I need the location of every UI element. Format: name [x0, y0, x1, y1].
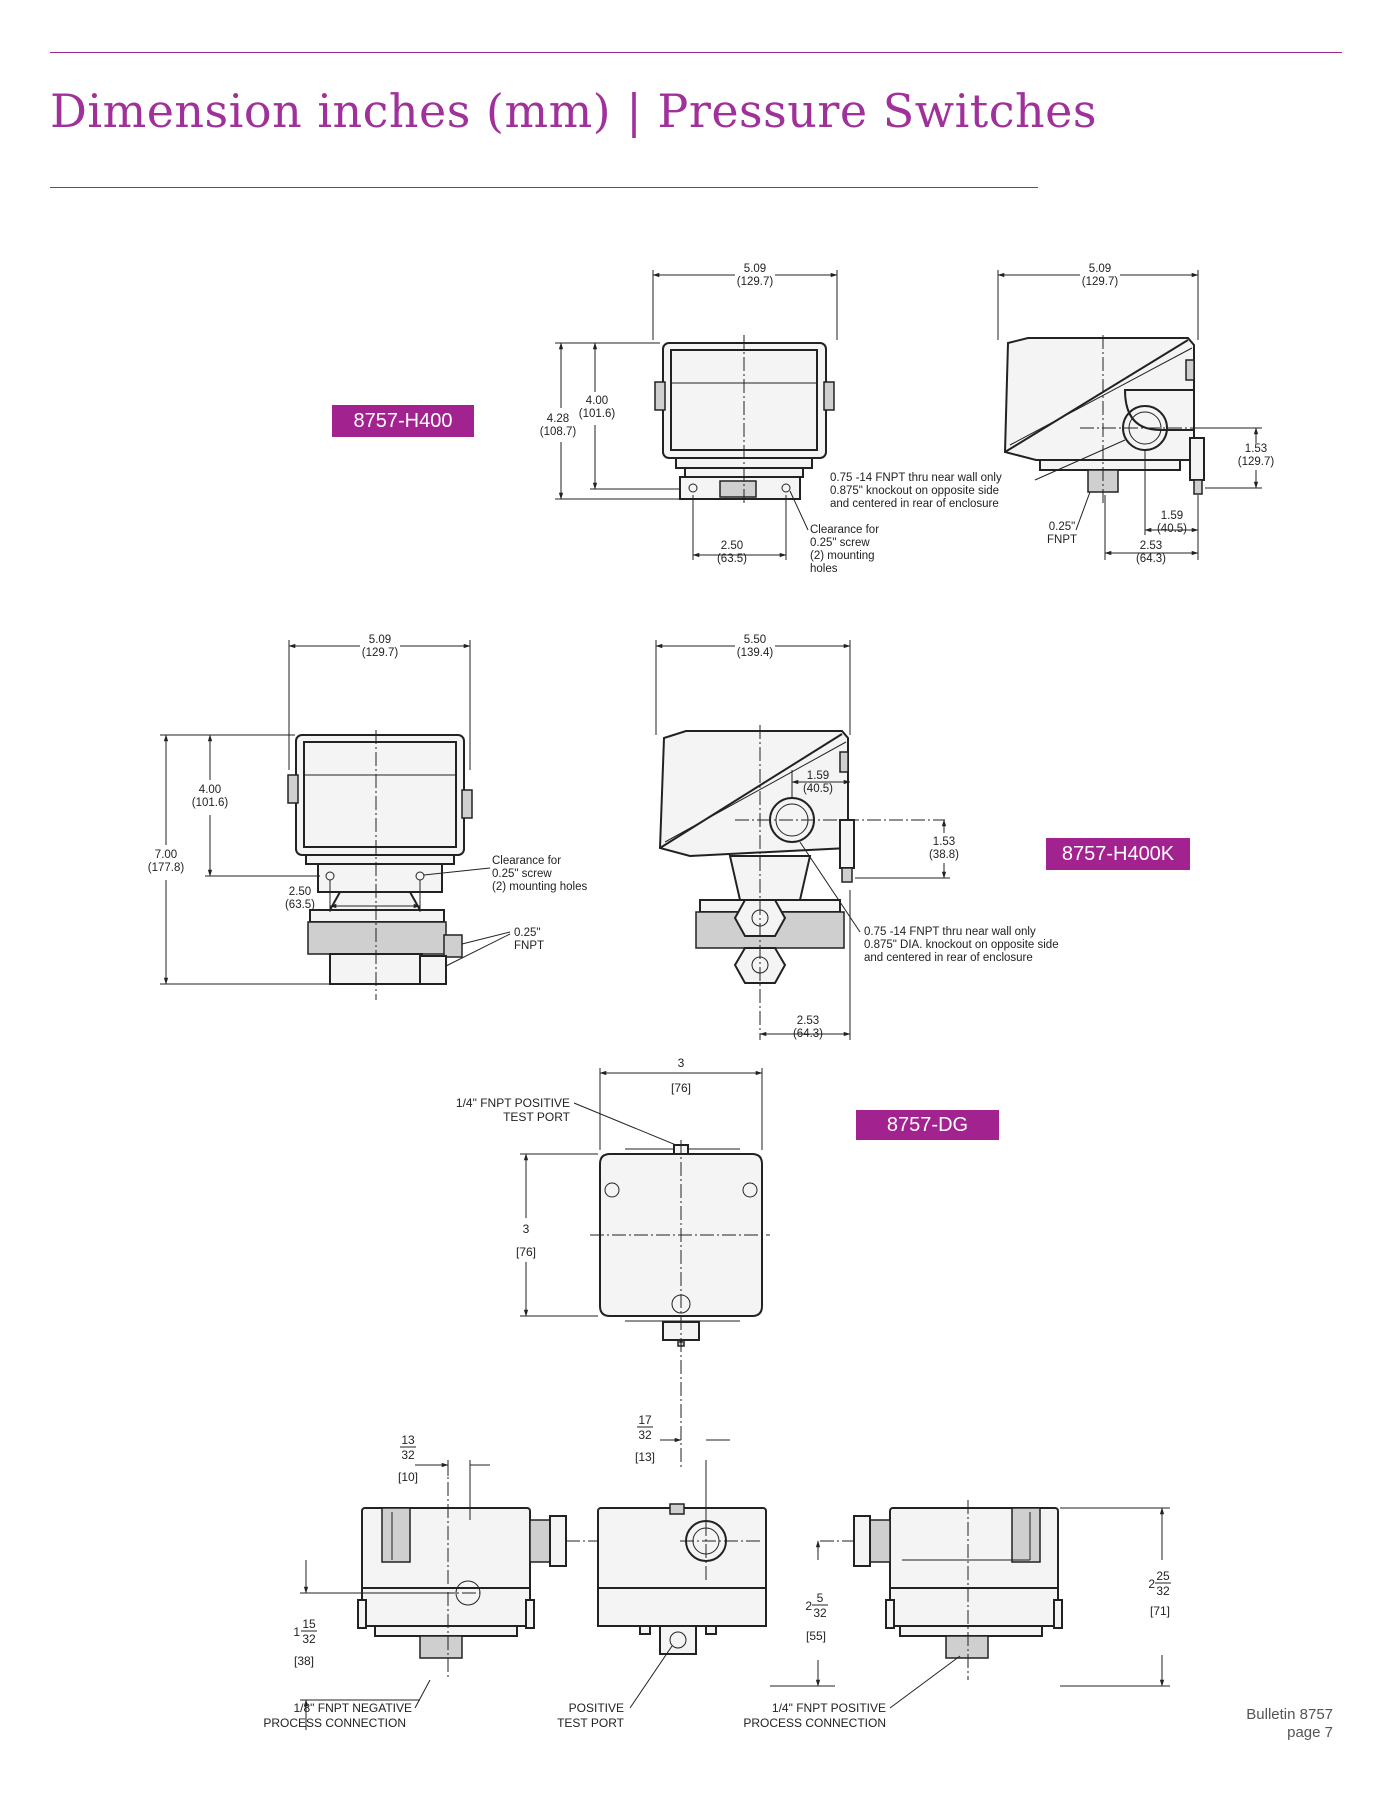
h400-front-view: 5.09 (129.7) 4.00 (101.6) 4.28 (108.7) 2… [540, 263, 879, 575]
h400k-clearance-line-2: 0.25" screw [492, 868, 552, 880]
h400k-height-body-mm: (101.6) [192, 797, 229, 809]
dg-center-offset-num: 17 [638, 1413, 652, 1427]
h400-side-159-mm: (40.5) [1157, 523, 1187, 535]
h400-side-width: 5.09 [1089, 263, 1111, 275]
top-rule [50, 52, 1342, 53]
h400-port-label-1: 0.25" [1049, 521, 1075, 533]
dg-test-port-label-1: 1/4" FNPT POSITIVE [456, 1096, 570, 1110]
dg-center-height-whole: 2 [805, 1599, 812, 1613]
h400k-height-total: 7.00 [155, 849, 177, 861]
h400k-side-253: 2.53 [797, 1015, 819, 1027]
h400k-side-159: 1.59 [807, 770, 829, 782]
h400-side-width-mm: (129.7) [1082, 276, 1119, 288]
h400-side-153-mm: (129.7) [1238, 456, 1275, 468]
dg-pos-proc-label-1: 1/4" FNPT POSITIVE [772, 1701, 886, 1715]
h400-clearance-line-4: holes [810, 563, 838, 575]
h400k-front-width-mm: (129.7) [362, 647, 399, 659]
footer-bulletin: Bulletin 8757 [1246, 1706, 1333, 1723]
dg-pos-test-label-1: POSITIVE [569, 1701, 624, 1715]
dg-top-width-mm: [76] [671, 1081, 691, 1095]
h400k-height-total-mm: (177.8) [148, 862, 185, 874]
h400k-fnpt-note-3: and centered in rear of enclosure [864, 952, 1033, 964]
model-badge-h400: 8757-H400 [332, 405, 474, 437]
h400k-port-label-1: 0.25" [514, 927, 540, 939]
h400-fnpt-note-3: and centered in rear of enclosure [830, 498, 999, 510]
footer-page: page 7 [1287, 1724, 1333, 1741]
h400-mount-spacing: 2.50 [721, 540, 743, 552]
dg-left-height-num: 15 [302, 1617, 316, 1631]
h400-front-width-mm: (129.7) [737, 276, 774, 288]
model-badge-dg: 8757-DG [856, 1110, 999, 1140]
dg-left-offset-mm: [10] [398, 1470, 418, 1484]
dg-center-offset-den: 32 [638, 1428, 652, 1442]
dg-top-view: 3 [76] 3 [76] 1/4" FNPT POSITIVE TEST PO… [456, 1056, 770, 1470]
h400k-fnpt-note-1: 0.75 -14 FNPT thru near wall only [864, 926, 1036, 938]
dg-top-width: 3 [678, 1056, 685, 1070]
h400-fnpt-note-2: 0.875" knockout on opposite side [830, 485, 999, 497]
h400k-side-153-mm: (38.8) [929, 849, 959, 861]
dg-pos-test-label-2: TEST PORT [557, 1716, 625, 1730]
h400-height-body-mm: (101.6) [579, 408, 616, 420]
h400-port-label-2: FNPT [1047, 534, 1077, 546]
h400-side-253-mm: (64.3) [1136, 553, 1166, 565]
h400-side-153: 1.53 [1245, 443, 1267, 455]
h400k-port-label-2: FNPT [514, 940, 544, 952]
h400k-side-253-mm: (64.3) [793, 1028, 823, 1040]
dg-left-height-whole: 1 [293, 1625, 300, 1639]
h400-height-total-mm: (108.7) [540, 426, 577, 438]
page-title: Dimension inches (mm) | Pressure Switche… [50, 84, 1098, 138]
h400k-front-view: 5.09 (129.7) 4.00 (101.6) 7.00 (177.8) 2… [148, 634, 587, 1000]
dg-center-height-mm: [55] [806, 1629, 826, 1643]
h400k-side-width: 5.50 [744, 634, 766, 646]
h400-front-width: 5.09 [744, 263, 766, 275]
h400k-mount-spacing: 2.50 [289, 886, 311, 898]
h400k-clearance-line-1: Clearance for [492, 855, 561, 867]
h400k-front-width: 5.09 [369, 634, 391, 646]
h400k-side-153: 1.53 [933, 836, 955, 848]
h400-fnpt-note-1: 0.75 -14 FNPT thru near wall only [830, 472, 1002, 484]
dg-left-height-den: 32 [302, 1632, 316, 1646]
dg-top-height-mm: [76] [516, 1245, 536, 1259]
h400k-side-view: 5.50 (139.4) 1.59 (40.5) 1.53 (38.8) 0.7… [655, 634, 1059, 1040]
dg-left-offset-num: 13 [401, 1433, 415, 1447]
h400-clearance-line-1: Clearance for [810, 524, 879, 536]
dg-left-view: 13 32 [10] 1 15 32 [38] 1/8" FNPT NEGATI… [263, 1433, 600, 1730]
dg-center-height-num: 5 [817, 1591, 824, 1605]
h400-clearance-line-3: (2) mounting [810, 550, 875, 562]
dg-neg-label-1: 1/8" FNPT NEGATIVE [293, 1701, 412, 1715]
h400-clearance-line-2: 0.25" screw [810, 537, 870, 549]
h400k-mount-spacing-mm: (63.5) [285, 899, 315, 911]
title-underline [50, 187, 1038, 188]
dg-left-height-mm: [38] [294, 1654, 314, 1668]
dg-center-height-den: 32 [813, 1606, 827, 1620]
dg-right-view: 2 25 32 [71] 1/4" FNPT POSITIVE PROCESS … [743, 1500, 1171, 1730]
h400-side-view: 5.09 (129.7) 1.53 (129.7) 1.59 (40.5) 2.… [830, 263, 1274, 565]
model-badge-h400k: 8757-H400K [1046, 838, 1190, 870]
dg-test-port-label-2: TEST PORT [503, 1110, 571, 1124]
h400k-clearance-line-3: (2) mounting holes [492, 881, 587, 893]
dg-left-offset-den: 32 [401, 1448, 415, 1462]
dg-pos-proc-label-2: PROCESS CONNECTION [743, 1716, 886, 1730]
dg-right-height-whole: 2 [1148, 1577, 1155, 1591]
h400k-side-width-mm: (139.4) [737, 647, 774, 659]
h400-height-total: 4.28 [547, 413, 569, 425]
h400k-height-body: 4.00 [199, 784, 221, 796]
h400-side-159: 1.59 [1161, 510, 1183, 522]
dg-center-offset-mm: [13] [635, 1450, 655, 1464]
dg-right-height-den: 32 [1156, 1584, 1170, 1598]
h400k-fnpt-note-2: 0.875" DIA. knockout on opposite side [864, 939, 1059, 951]
h400k-side-159-mm: (40.5) [803, 783, 833, 795]
h400-side-253: 2.53 [1140, 540, 1162, 552]
dg-right-height-num: 25 [1156, 1569, 1170, 1583]
dg-top-height: 3 [523, 1222, 530, 1236]
h400-height-body: 4.00 [586, 395, 608, 407]
dg-neg-label-2: PROCESS CONNECTION [263, 1716, 406, 1730]
h400-mount-spacing-mm: (63.5) [717, 553, 747, 565]
dg-right-height-mm: [71] [1150, 1604, 1170, 1618]
dg-center-view: 17 32 [13] 2 5 32 [55] POSITIVE TEST POR… [557, 1413, 835, 1730]
